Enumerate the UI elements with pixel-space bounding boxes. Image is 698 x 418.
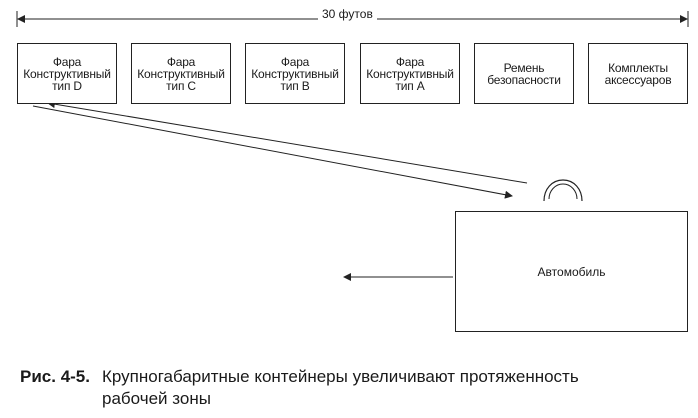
path-to-container-arrow (47, 100, 528, 184)
container-headlight-type-b: Фара Конструктивный тип B (245, 43, 345, 104)
container-label: Комплекты аксессуаров (604, 60, 672, 87)
container-accessory-kits: Комплекты аксессуаров (588, 43, 688, 104)
caption-text-line2: рабочей зоны (102, 389, 211, 408)
caption-text-line1: Крупногабаритные контейнеры увеличивают … (102, 367, 579, 386)
container-label: Фара Конструктивный тип C (137, 54, 225, 93)
container-label: Ремень безопасности (487, 60, 561, 87)
worker-path-arrows (32, 100, 528, 199)
container-label: Фара Конструктивный тип D (23, 54, 111, 93)
dimension-label: 30 футов (318, 7, 377, 21)
path-to-worker-arrow (32, 105, 513, 199)
container-label: Фара Конструктивный тип B (251, 54, 339, 93)
figure-caption: Рис. 4-5. Крупногабаритные контейнеры уве… (20, 366, 680, 410)
container-seat-belt: Ремень безопасности (474, 43, 574, 104)
container-headlight-type-a: Фара Конструктивный тип A (360, 43, 460, 104)
container-label: Фара Конструктивный тип A (366, 54, 454, 93)
worker-icon (543, 179, 583, 202)
car-box: Автомобиль (455, 211, 688, 332)
container-headlight-type-d: Фара Конструктивный тип D (17, 43, 117, 104)
caption-number: Рис. 4-5. (20, 367, 90, 386)
container-headlight-type-c: Фара Конструктивный тип C (131, 43, 231, 104)
car-label: Автомобиль (537, 264, 606, 279)
